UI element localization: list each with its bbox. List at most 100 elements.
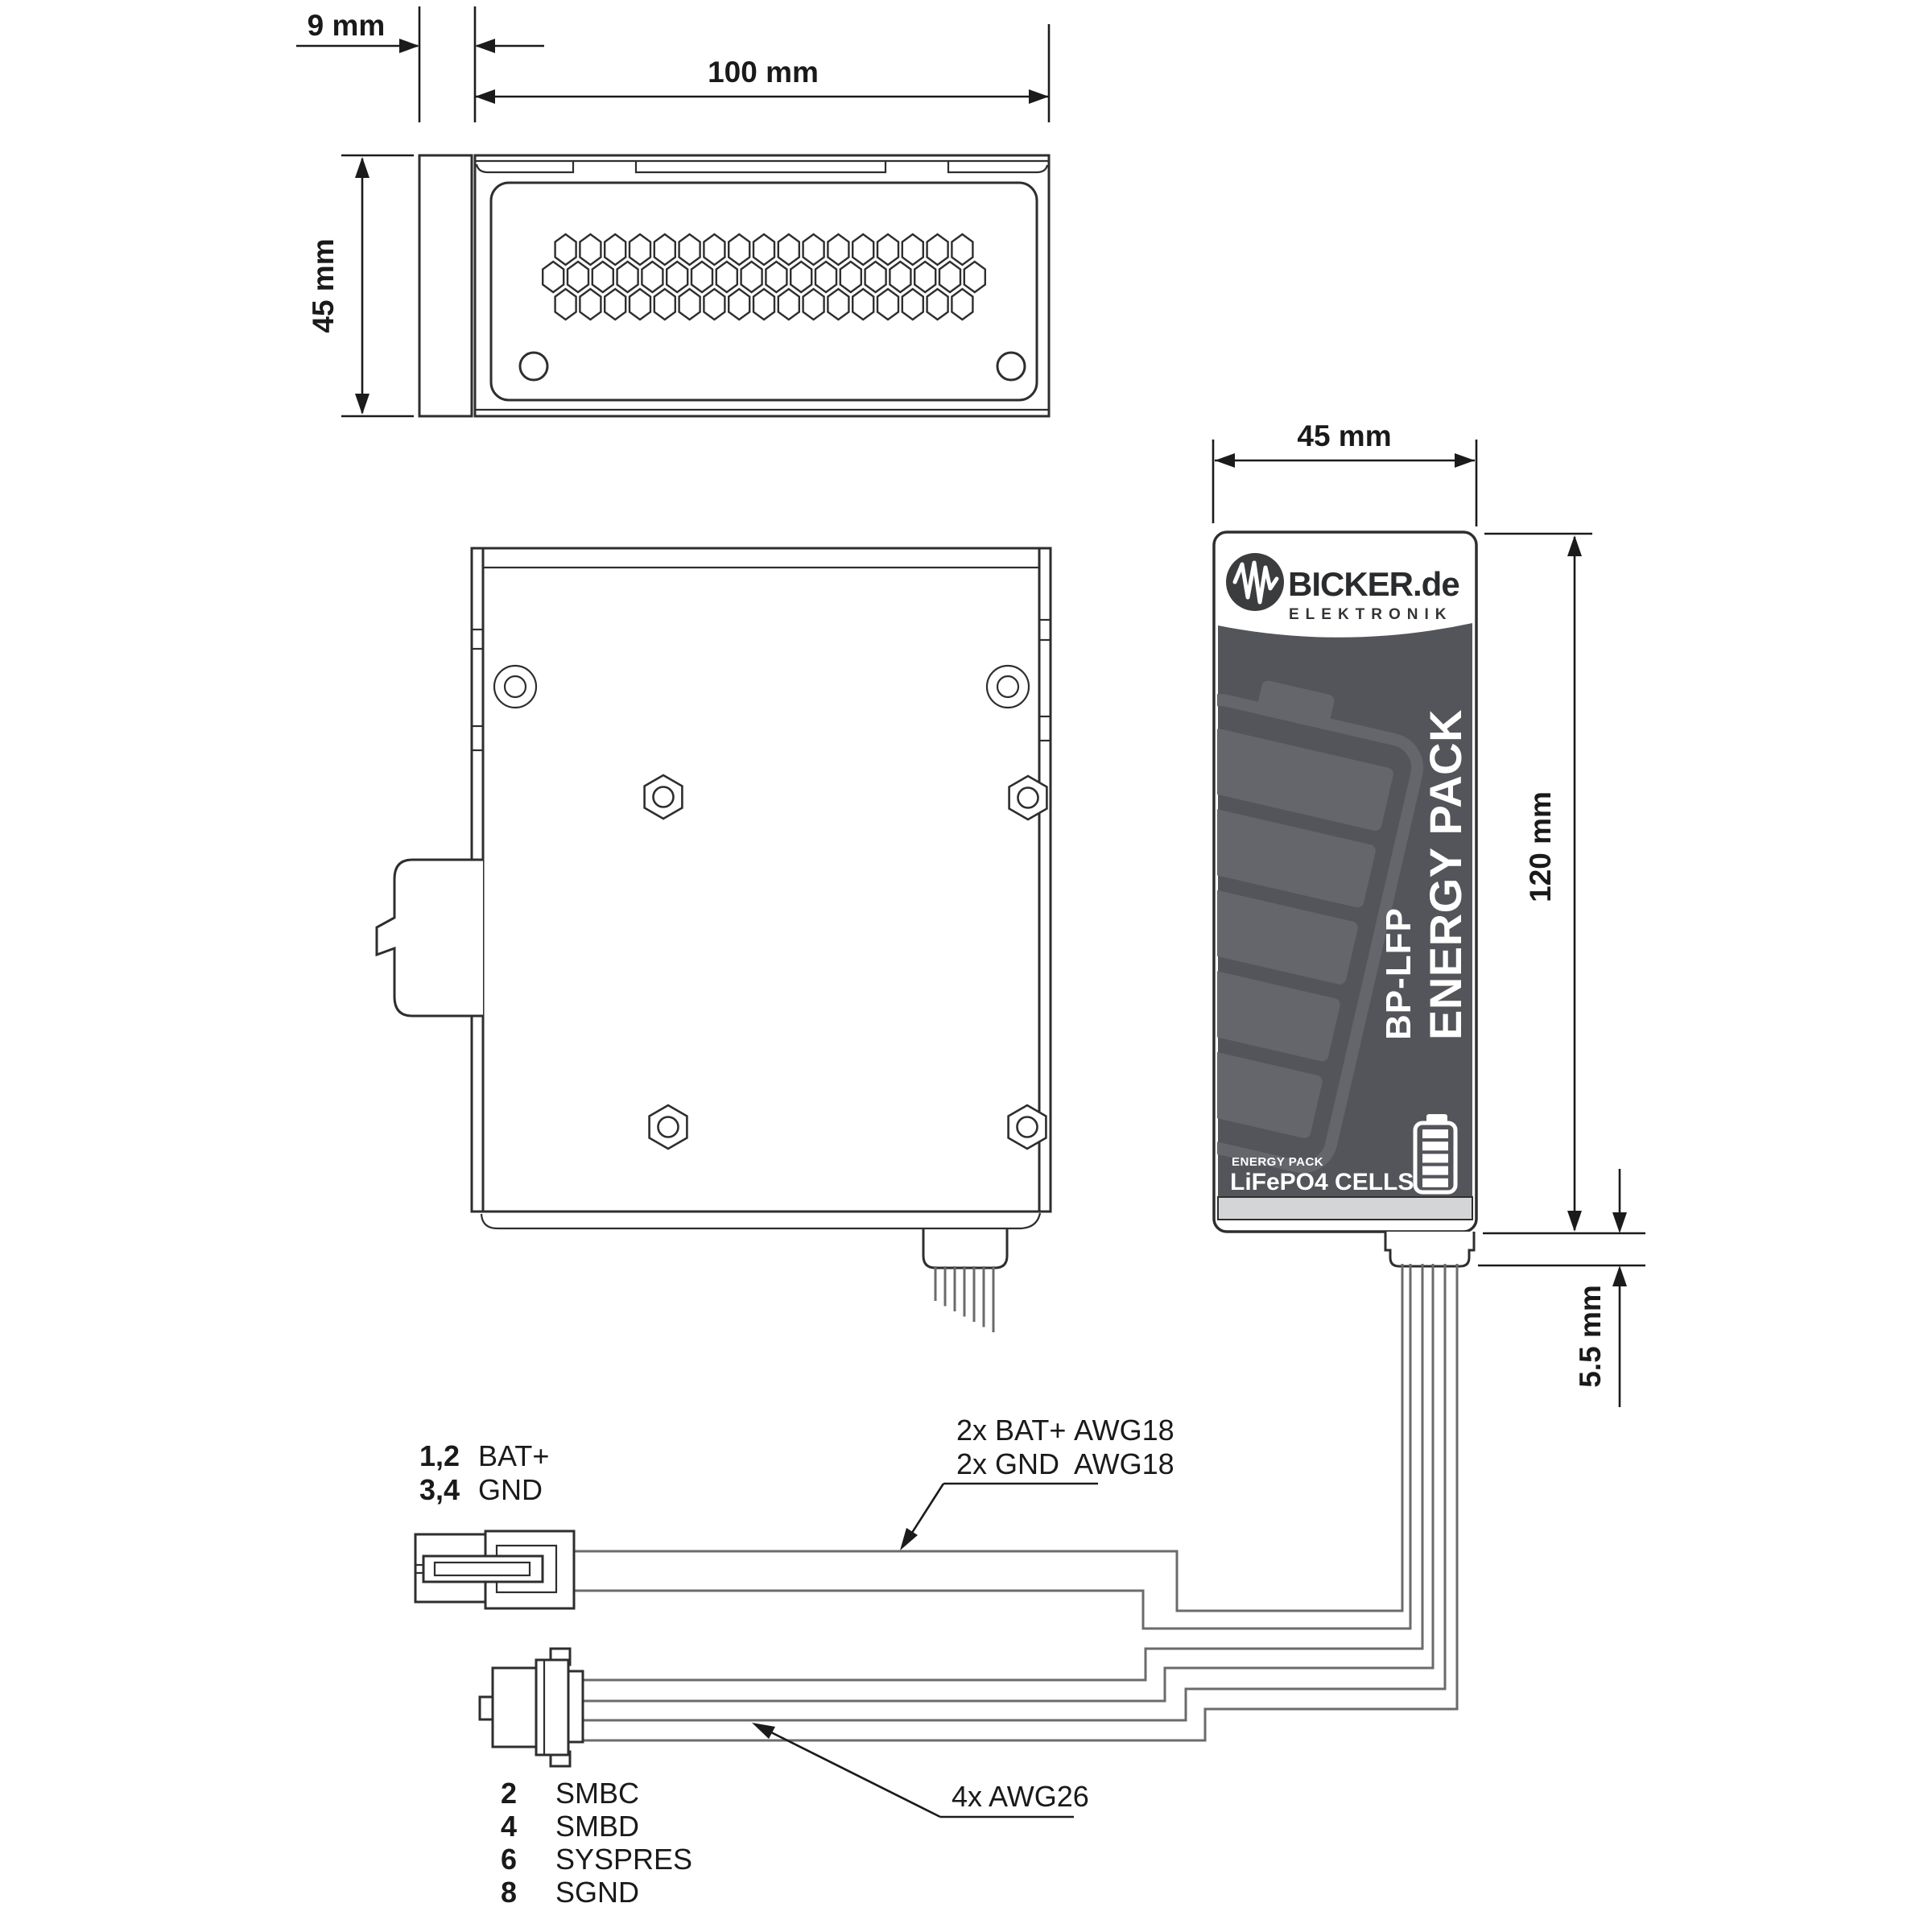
vent-hole bbox=[740, 260, 763, 294]
pin-number: 8 bbox=[501, 1876, 517, 1909]
dim-45mm-side: 45 mm bbox=[307, 154, 414, 418]
vent-hole bbox=[951, 287, 974, 321]
vent-hole bbox=[653, 233, 676, 266]
footer-title-label: LiFePO4 CELLS bbox=[1230, 1169, 1414, 1195]
vent-hole bbox=[604, 233, 627, 266]
battery-icon-bar bbox=[1422, 1129, 1448, 1138]
vent-hole bbox=[777, 233, 800, 266]
arrowhead bbox=[475, 89, 495, 104]
note-gauge: AWG18 bbox=[1074, 1447, 1174, 1480]
vent-hole bbox=[728, 287, 751, 321]
pin-number: 4 bbox=[501, 1810, 517, 1843]
vent-hole bbox=[876, 233, 900, 266]
battery-icon-bars bbox=[1422, 1129, 1448, 1187]
vent-hole bbox=[901, 287, 925, 321]
product-cable-exit bbox=[1384, 1232, 1476, 1268]
pin-number: 6 bbox=[501, 1843, 517, 1876]
arrowhead bbox=[1567, 1211, 1582, 1232]
top-view-flange-notches bbox=[475, 162, 1049, 174]
signal-cable-note: 4x AWG26 bbox=[752, 1723, 1089, 1818]
wire-bat-2 bbox=[574, 1264, 1412, 1630]
series-vertical-label: ENERGY PACK bbox=[1420, 709, 1471, 1040]
dim-120mm: 120 mm bbox=[1483, 532, 1645, 1235]
vent-hole bbox=[876, 287, 900, 321]
vent-hole bbox=[926, 233, 949, 266]
power-connector-latch-inner bbox=[433, 1561, 531, 1577]
vent-hole bbox=[814, 260, 838, 294]
pin-number: 2 bbox=[501, 1777, 517, 1810]
vent-hole bbox=[591, 260, 614, 294]
arrowhead bbox=[355, 394, 369, 415]
vent-hole-grid bbox=[542, 233, 987, 321]
arrowhead bbox=[1612, 1265, 1627, 1286]
side-view-body bbox=[481, 547, 1041, 1213]
dim-100mm: 100 mm bbox=[475, 24, 1051, 122]
vent-hole bbox=[851, 287, 875, 321]
vent-hole bbox=[628, 233, 652, 266]
battery-icon-bar bbox=[1422, 1154, 1448, 1163]
waveform-icon bbox=[1232, 560, 1279, 605]
vent-hole bbox=[752, 287, 776, 321]
note-qty: 2x GND bbox=[956, 1447, 1059, 1480]
brand-logo: BICKER.de ELEKTRONIK bbox=[1226, 553, 1460, 623]
footer-eyebrow-label: ENERGY PACK bbox=[1232, 1155, 1323, 1169]
model-vertical-label: BP-LFP bbox=[1379, 907, 1418, 1040]
wire-signal-4 bbox=[583, 1264, 1459, 1742]
screw-hole-top-left bbox=[493, 664, 538, 709]
watermark-battery-bars bbox=[1217, 729, 1393, 1138]
power-pin-labels: 1,2 BAT+ 3,4 GND bbox=[419, 1439, 549, 1506]
vent-hole bbox=[752, 233, 776, 266]
side-view-wires bbox=[934, 1266, 995, 1332]
battery-watermark bbox=[1217, 680, 1424, 1174]
watermark-battery-bar bbox=[1217, 1036, 1323, 1138]
vent-hole bbox=[666, 260, 689, 294]
vent-hole bbox=[641, 260, 664, 294]
side-view-cable-exit bbox=[922, 1229, 1009, 1269]
vent-hole bbox=[802, 287, 825, 321]
signal-connector-tip bbox=[478, 1695, 494, 1721]
vent-hole bbox=[951, 233, 974, 266]
vent-hole bbox=[938, 260, 962, 294]
vent-hole bbox=[579, 233, 602, 266]
dim-5p5mm-label: 5.5 mm bbox=[1574, 1285, 1607, 1388]
vent-hole bbox=[827, 287, 850, 321]
power-connector bbox=[414, 1530, 576, 1610]
note-qty: 2x BAT+ bbox=[956, 1414, 1066, 1447]
vent-hole bbox=[579, 287, 602, 321]
note-gauge: AWG18 bbox=[1074, 1414, 1174, 1447]
brand-name: BICKER.de bbox=[1288, 565, 1459, 603]
arrowhead bbox=[355, 157, 369, 178]
arrowhead bbox=[475, 39, 495, 53]
pin-signal: SGND bbox=[555, 1876, 639, 1909]
wire-signal-2 bbox=[583, 1264, 1435, 1703]
pin-signal: SYSPRES bbox=[555, 1843, 692, 1876]
leader-line bbox=[756, 1724, 941, 1818]
dim-5p5mm: 5.5 mm bbox=[1478, 1169, 1645, 1407]
vent-hole bbox=[554, 287, 577, 321]
vent-hole bbox=[864, 260, 887, 294]
wire-signal-3 bbox=[583, 1264, 1447, 1722]
mounting-hole-left bbox=[518, 351, 549, 382]
dim-9mm: 9 mm bbox=[296, 6, 544, 122]
vent-hole bbox=[839, 260, 863, 294]
vent-hole bbox=[703, 287, 726, 321]
vent-hole bbox=[851, 233, 875, 266]
dim-100mm-label: 100 mm bbox=[708, 56, 819, 89]
side-view-right-strip bbox=[1038, 547, 1052, 1213]
vent-hole bbox=[777, 287, 800, 321]
front-view: BICKER.de ELEKTRONIK BP-LFP ENERGY PACK … bbox=[1212, 530, 1478, 1268]
arrowhead bbox=[1215, 453, 1235, 468]
signal-pin-labels: 2 SMBC 4 SMBD 6 SYSPRES 8 SGND bbox=[501, 1777, 692, 1909]
vent-hole bbox=[703, 233, 726, 266]
power-connector-latch bbox=[422, 1554, 544, 1583]
watermark-battery-bar bbox=[1217, 805, 1376, 908]
hex-nut bbox=[643, 774, 683, 820]
pin-numbers: 3,4 bbox=[419, 1473, 460, 1506]
watermark-battery-body bbox=[1217, 694, 1424, 1174]
brand-subtitle: ELEKTRONIK bbox=[1289, 606, 1453, 623]
vent-hole bbox=[901, 233, 925, 266]
product-light-band bbox=[1217, 1196, 1473, 1220]
hex-nut-hole bbox=[1017, 786, 1039, 809]
signal-connector-body bbox=[491, 1666, 538, 1748]
vent-hole bbox=[554, 233, 577, 266]
